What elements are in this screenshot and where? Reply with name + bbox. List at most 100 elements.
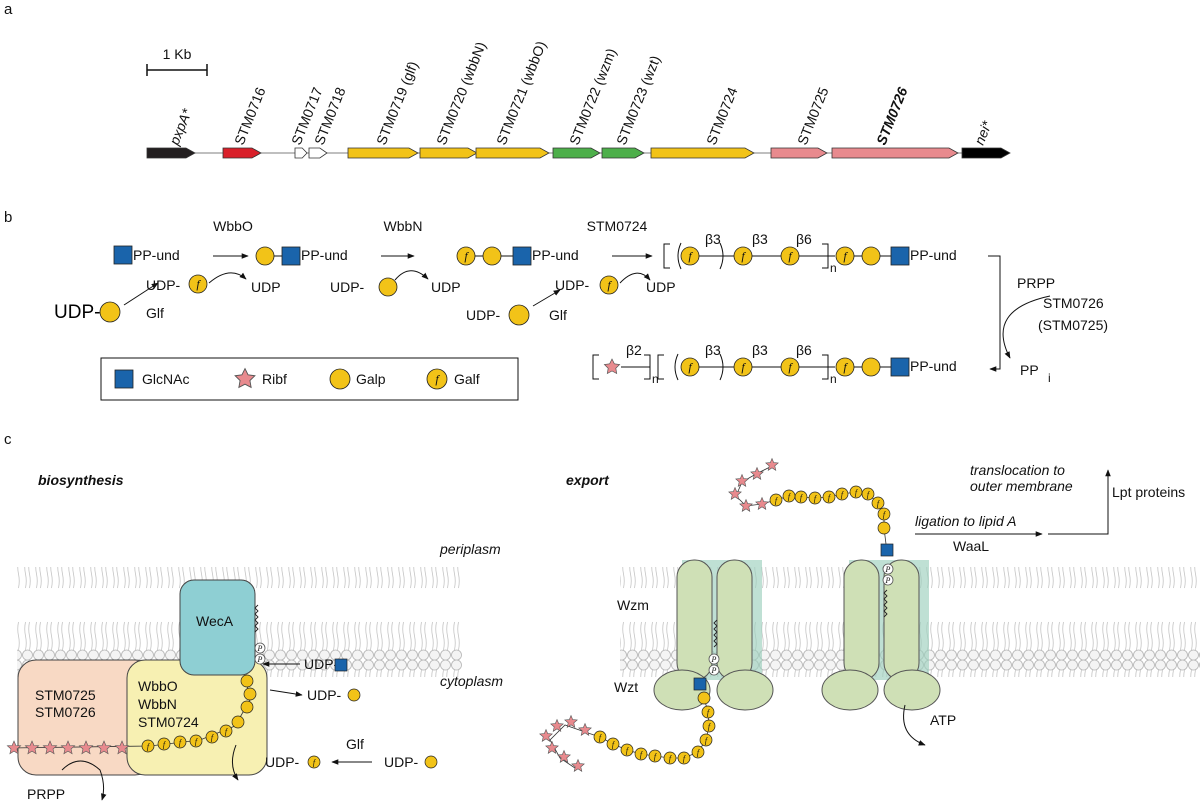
svg-text:ligation to lipid A: ligation to lipid A xyxy=(915,513,1016,529)
pp-und-text: PP-und xyxy=(133,247,180,263)
svg-text:ATP: ATP xyxy=(930,712,956,728)
svg-text:WecA: WecA xyxy=(196,613,234,629)
galf-residue xyxy=(691,745,705,759)
udp-text: UDP xyxy=(251,279,281,295)
galf-residue xyxy=(173,735,187,749)
ribf-residue xyxy=(78,740,94,755)
ribf-residue xyxy=(564,714,578,728)
galf-residue xyxy=(849,485,863,499)
svg-text:P: P xyxy=(885,565,891,574)
gene-arrow xyxy=(146,147,196,159)
ribf-residue xyxy=(24,740,40,755)
wzm-subunit xyxy=(843,559,880,681)
svg-text:f: f xyxy=(800,493,804,502)
biosynthesis-title: biosynthesis xyxy=(38,472,124,488)
enzyme-wbbn: WbbN xyxy=(384,218,423,234)
galf-residue xyxy=(699,733,713,747)
svg-text:n: n xyxy=(652,372,659,386)
gene-arrow xyxy=(475,147,550,159)
glf-text: Glf xyxy=(146,305,164,321)
galf-residue xyxy=(606,737,620,751)
svg-text:f: f xyxy=(828,493,832,502)
svg-text:f: f xyxy=(877,499,881,508)
ribf-residue xyxy=(739,498,753,512)
galp-residue xyxy=(231,715,245,729)
svg-text:PRPP: PRPP xyxy=(27,786,65,802)
galf-residue xyxy=(877,507,891,521)
gene-arrow xyxy=(552,147,601,159)
pp-und-text: PP-und xyxy=(910,358,957,374)
ribf-residue xyxy=(755,496,769,510)
svg-text:(STM0725): (STM0725) xyxy=(1038,317,1108,333)
svg-text:PP: PP xyxy=(1020,362,1039,378)
ribf-residue xyxy=(765,457,779,471)
galf-residue xyxy=(141,739,155,753)
glcnac-square xyxy=(281,246,301,266)
galf-residue xyxy=(648,749,662,763)
svg-text:f: f xyxy=(883,510,887,519)
svg-text:f: f xyxy=(669,754,673,763)
svg-text:n: n xyxy=(830,261,837,275)
ribf-residue xyxy=(578,722,592,736)
svg-text:f: f xyxy=(464,249,469,263)
galp-residue xyxy=(877,521,891,535)
svg-text:f: f xyxy=(775,496,779,505)
svg-text:f: f xyxy=(163,740,167,749)
gene-label: STM0716 xyxy=(231,85,269,147)
wzt-subunit xyxy=(716,669,774,711)
svg-text:f: f xyxy=(741,249,746,263)
udp-text: UDP- xyxy=(146,277,181,293)
svg-text:P: P xyxy=(257,655,263,664)
ribf-residue xyxy=(545,740,559,754)
svg-text:f: f xyxy=(435,372,440,386)
galf-residue xyxy=(702,719,716,733)
gene-label: STM0725 xyxy=(794,85,832,147)
galf-residue xyxy=(189,734,203,748)
svg-text:Lpt proteins: Lpt proteins xyxy=(1112,484,1185,500)
svg-text:UDP-: UDP- xyxy=(304,656,339,672)
galp-residue xyxy=(240,674,254,688)
periplasm-label: periplasm xyxy=(439,541,501,557)
svg-text:f: f xyxy=(612,740,616,749)
svg-text:f: f xyxy=(855,488,859,497)
gene-label: STM0721 (wbbO) xyxy=(493,39,549,147)
svg-text:f: f xyxy=(788,360,793,374)
ribf-residue xyxy=(557,749,571,763)
svg-text:WaaL: WaaL xyxy=(953,538,989,554)
svg-text:P: P xyxy=(711,666,717,675)
scale-label: 1 Kb xyxy=(163,46,192,62)
udp-text: UDP xyxy=(431,279,461,295)
svg-text:f: f xyxy=(867,490,871,499)
glcnac-square xyxy=(890,246,910,266)
svg-text:f: f xyxy=(814,494,818,503)
galf-residue xyxy=(634,747,648,761)
udp-text: UDP- xyxy=(466,307,501,323)
svg-text:β3: β3 xyxy=(752,342,768,358)
gene-arrow xyxy=(831,147,959,159)
ribf-residue xyxy=(550,718,564,732)
gene-label: STM0720 (wbbN) xyxy=(433,39,489,147)
gene-label: nei* xyxy=(971,118,995,147)
glcnac-square xyxy=(113,245,133,265)
svg-text:β6: β6 xyxy=(796,342,812,358)
gene-arrow xyxy=(308,147,328,159)
svg-text:f: f xyxy=(843,360,848,374)
gene-arrow xyxy=(770,147,828,159)
gene-label: STM0722 (wzm) xyxy=(566,46,619,147)
gene-label: STM0719 (glf) xyxy=(373,59,421,147)
galf-residue xyxy=(593,730,607,744)
polymer-galf-chain: f β3 f β3 f β6 n f PP-und xyxy=(663,231,957,275)
gene-cluster xyxy=(146,147,1011,159)
svg-text:f: f xyxy=(788,492,792,501)
svg-text:Wzm: Wzm xyxy=(617,597,649,613)
svg-text:f: f xyxy=(788,249,793,263)
svg-text:f: f xyxy=(708,722,712,731)
galf-residue xyxy=(835,487,849,501)
wzt-subunit xyxy=(883,669,941,711)
polymer-ribf-chain: β2 n f β3 f β3 f β6 n f PP-und xyxy=(592,342,957,386)
svg-text:f: f xyxy=(599,733,603,742)
galf-residue xyxy=(219,724,233,738)
svg-text:WbbN: WbbN xyxy=(138,696,177,712)
svg-text:β2: β2 xyxy=(626,342,642,358)
